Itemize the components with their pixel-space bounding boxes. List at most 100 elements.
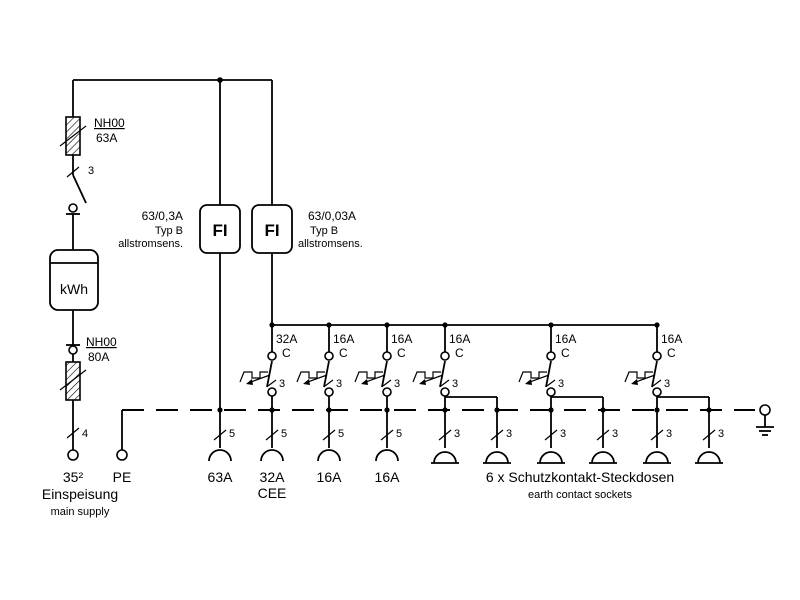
trip-arrowhead-icon	[525, 379, 532, 385]
supply-terminal-icon	[67, 449, 79, 461]
breaker-curve: C	[282, 346, 291, 360]
thermal-trip-icon	[518, 371, 547, 383]
breaker-curve: C	[667, 346, 676, 360]
breaker-rating: 16A	[555, 332, 576, 346]
rcd-left-desc: allstromsens.	[118, 238, 183, 250]
output-label: 16A	[317, 469, 343, 485]
breaker-curve: C	[455, 346, 464, 360]
supply-label-en: main supply	[51, 506, 110, 518]
fuse-top-icon	[59, 116, 87, 156]
pe-conductor: PE	[113, 404, 774, 485]
breaker-contact-icon	[440, 351, 450, 361]
breaker-contact-icon	[382, 351, 392, 361]
switch-contact-icon	[68, 203, 78, 213]
bus-junction	[217, 407, 223, 413]
rcd-right-type: Typ B	[310, 225, 338, 237]
breaker-rating: 32A	[276, 332, 297, 346]
thermal-trip-icon	[296, 371, 325, 383]
trip-arrowhead-icon	[419, 379, 426, 385]
pole-tick	[544, 429, 558, 441]
breaker-contact-icon	[324, 351, 334, 361]
breaker-blade-icon	[545, 360, 552, 388]
trip-arrowhead-icon	[361, 379, 368, 385]
breaker-contact-icon	[652, 387, 662, 397]
pole-tick	[546, 379, 556, 387]
pe-junction	[442, 407, 448, 413]
sockets-label-de: 6 x Schutzkontakt-Steckdosen	[486, 469, 674, 485]
output-poles: 3	[612, 428, 618, 440]
rcd-right: FI 63/0,03A Typ B allstromsens.	[251, 80, 363, 325]
breaker-blade-icon	[323, 360, 330, 388]
breaker-contact-icon	[652, 351, 662, 361]
output-label: 16A	[375, 469, 401, 485]
fuse-bottom-icon	[59, 361, 87, 401]
breaker-poles: 3	[558, 378, 564, 390]
pole-tick	[322, 429, 336, 441]
breaker-curve: C	[397, 346, 406, 360]
pe-junction	[494, 407, 500, 413]
breaker-blade-icon	[651, 360, 658, 388]
pole-tick	[380, 429, 394, 441]
breaker-contact-icon	[267, 351, 277, 361]
output-poles: 5	[281, 428, 287, 440]
pole-tick	[265, 429, 279, 441]
pe-junction	[600, 407, 606, 413]
schuko-socket-icon	[539, 451, 563, 464]
breaker-rating: 16A	[449, 332, 470, 346]
breaker-contact-icon	[324, 387, 334, 397]
pe-junction	[326, 407, 332, 413]
trip-arrowhead-icon	[303, 379, 310, 385]
breaker-curve: C	[339, 346, 348, 360]
breaker-contact-icon	[546, 351, 556, 361]
pe-junction	[269, 407, 275, 413]
output-poles: 3	[506, 428, 512, 440]
feed-poles: 4	[82, 428, 88, 440]
breaker-poles: 3	[279, 378, 285, 390]
output-5: 3	[431, 428, 460, 464]
pe-junction	[384, 407, 390, 413]
fuse-bottom-type: NH00	[86, 335, 117, 349]
pole-tick	[652, 379, 662, 387]
pe-label: PE	[113, 469, 132, 485]
pole-tick	[438, 429, 452, 441]
rcd-left: FI 63/0,3A Typ B allstromsens.	[118, 80, 241, 448]
output-sublabel: CEE	[258, 485, 287, 501]
breaker-poles: 3	[452, 378, 458, 390]
pe-junction	[654, 407, 660, 413]
rcd-left-rating: 63/0,3A	[142, 209, 183, 223]
output-4: 5 16A	[375, 428, 403, 485]
breaker-poles: 3	[394, 378, 400, 390]
output-label: 63A	[208, 469, 234, 485]
breaker-rating: 16A	[391, 332, 412, 346]
pole-tick	[490, 429, 504, 441]
pole-tick	[382, 379, 392, 387]
main-switch-icon	[72, 174, 87, 204]
breaker-contact-icon	[382, 387, 392, 397]
breaker-contact-icon	[440, 387, 450, 397]
rcd-right-rating: 63/0,03A	[308, 209, 356, 223]
fuse-top-type: NH00	[94, 116, 125, 130]
output-poles: 5	[229, 428, 235, 440]
pe-junction	[548, 407, 554, 413]
rcd-left-label: FI	[212, 221, 227, 240]
pole-tick	[267, 379, 277, 387]
breaker-rating: 16A	[333, 332, 354, 346]
breaker-poles: 3	[336, 378, 342, 390]
socket-icon	[317, 449, 341, 462]
output-poles: 5	[338, 428, 344, 440]
pole-tick	[440, 379, 450, 387]
pole-tick	[650, 429, 664, 441]
switch-poles: 3	[88, 165, 94, 177]
output-poles: 5	[396, 428, 402, 440]
schuko-socket-icon	[591, 451, 615, 464]
output-1: 5 63A	[208, 428, 236, 485]
output-9: 3	[643, 428, 672, 464]
